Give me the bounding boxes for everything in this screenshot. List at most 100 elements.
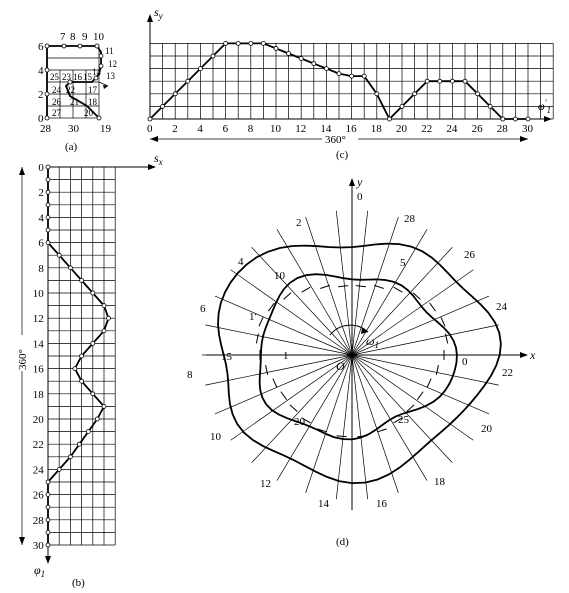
panel-c-point <box>500 116 506 122</box>
panel-d-ray-tick <box>265 364 269 375</box>
panel-b-tick-label: 10 <box>33 288 45 300</box>
panel-b-point <box>72 366 78 372</box>
panel-d-y-arrow-icon <box>349 178 355 186</box>
panel-c-point <box>349 73 355 79</box>
panel-a-num-21: 21 <box>70 97 79 107</box>
panel-b-tick-label: 28 <box>33 515 45 527</box>
panel-b-point <box>101 328 107 334</box>
panel-d-x-arrow-icon <box>520 352 528 358</box>
panel-a-num-24: 24 <box>52 85 62 95</box>
panel-a-left-4: 4 <box>38 65 44 77</box>
panel-b-point <box>45 504 51 510</box>
panel-b-point <box>45 214 51 220</box>
panel-c-point <box>462 78 468 84</box>
panel-d-inner-5: 5 <box>400 257 406 269</box>
panel-c-point <box>475 91 481 97</box>
panel-d-inner-1: 1 <box>283 350 289 362</box>
panel-d-ray-tick <box>255 333 259 344</box>
panel-c-point <box>374 91 380 97</box>
panel-c-tick-label: 4 <box>197 123 203 135</box>
panel-c-point <box>223 41 229 46</box>
panel-a-num-17: 17 <box>88 85 98 95</box>
panel-a-num-15: 15 <box>83 72 93 82</box>
panel-d-ray-tick <box>280 391 288 401</box>
panel-d-ray <box>351 247 453 356</box>
panel-a-num-16: 16 <box>73 72 83 82</box>
panel-d-zero-top: 0 <box>357 191 363 203</box>
panel-d-inner-15: 15 <box>221 351 233 363</box>
panel-b-tick-label: 0 <box>38 162 44 174</box>
panel-b-point <box>68 454 73 460</box>
panel-d-ray <box>230 354 353 441</box>
panel-d-ray <box>351 354 474 441</box>
panel-a-right-12: 12 <box>108 59 117 69</box>
panel-c-x-label: φ′1 <box>538 98 551 115</box>
panel-b-tick-label: 4 <box>38 212 44 224</box>
panel-b-point <box>45 177 51 183</box>
panel-c-tick-label: 2 <box>172 123 178 135</box>
panel-d-rotation-arc <box>329 324 369 336</box>
panel-c-point <box>487 104 493 109</box>
panel-c-point <box>286 51 292 56</box>
panel-d-ray-tick <box>357 435 368 438</box>
panel-d-ray-tick <box>412 292 421 300</box>
panel-d-ray-tick <box>355 285 366 288</box>
panel-d-ray-tick <box>416 391 424 401</box>
panel-b-point <box>79 378 84 384</box>
panel-b-point <box>45 202 51 208</box>
panel-d-ray <box>351 229 428 356</box>
panel-c-y-label: sy <box>154 5 163 21</box>
panel-b-span-top-arrow-icon <box>19 167 25 175</box>
panel-b-point <box>45 479 51 485</box>
panel-c-point <box>197 66 203 71</box>
panel-c-grid <box>149 43 554 120</box>
panel-d-ray-tick <box>317 428 328 433</box>
panel-d-num-24: 24 <box>496 301 508 313</box>
panel-b-tick-label: 24 <box>33 464 45 476</box>
panel-d-ray-tick <box>393 417 403 424</box>
panel-c-point <box>298 56 304 61</box>
panel-d-ray-tick <box>289 404 298 412</box>
panel-d-ray-tick <box>374 284 384 289</box>
panel-c-tick-label: 12 <box>295 123 306 135</box>
panel-c-point <box>424 78 430 84</box>
panel-a-num-23: 23 <box>62 72 72 82</box>
panel-a-num-14: 14 <box>92 67 102 77</box>
panel-c-tick-label: 10 <box>270 123 282 135</box>
panel-c-point <box>147 116 153 122</box>
panel-d-ray <box>205 324 353 356</box>
panel-d-ray <box>214 354 353 415</box>
panel-b-tick-label: 6 <box>38 238 44 250</box>
panel-b-point <box>76 441 82 447</box>
panel-d-num-26: 26 <box>464 249 476 261</box>
panel-c-points <box>147 41 531 122</box>
panel-c-point <box>160 104 166 109</box>
panel-d-ray-tick <box>406 404 415 412</box>
panel-a-right-11: 11 <box>105 46 114 56</box>
panel-d-inner-20: 20 <box>294 416 306 428</box>
panel-d-x-label: x <box>529 348 536 362</box>
panel-d-ray-tick <box>426 378 432 388</box>
panel-d-ray <box>351 354 453 463</box>
panel-d-ray-tick <box>393 286 403 293</box>
panel-c-span-bg <box>322 132 358 144</box>
panel-b-y-arrow-icon <box>45 556 51 564</box>
panel-c-tick-label: 22 <box>421 123 432 135</box>
panel-c-point <box>361 73 367 79</box>
panel-a-pointer <box>98 81 109 87</box>
panel-d-ray <box>351 210 369 356</box>
panel-c-tick-label: 28 <box>497 123 509 135</box>
panel-d-ray <box>351 269 474 356</box>
panel-a-top-10: 10 <box>93 31 105 43</box>
panel-d-num-10: 10 <box>210 431 222 443</box>
panel-d-ray <box>351 354 428 481</box>
panel-c-span-right-arrow-icon <box>520 136 528 142</box>
panel-d-ray <box>251 354 353 463</box>
panel-b-tick-label: 16 <box>33 364 45 376</box>
panel-b-point <box>45 542 51 548</box>
